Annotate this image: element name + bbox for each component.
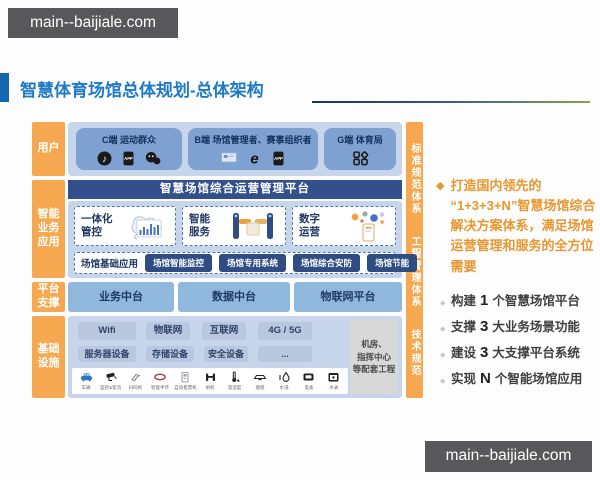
user-group-c: C端 运动群众 ♪ APP [76,128,182,170]
miniapp-grid-icon [352,151,368,166]
terminal-flood: 水浸 [272,371,297,391]
douyin-icon: ♪ [97,151,112,165]
dev-security: 安全设备 [204,346,248,362]
platform-header: 智慧场馆综合运营管理平台 [68,180,402,199]
terminal-vehicle: 车辆 [74,371,99,391]
summary-headline: ◆ 打造国内领先的 “1+3+3+N”智慧场馆综合解决方案体系，满足场馆运营管理… [436,176,596,277]
layer-label-users: 用户 [32,122,65,176]
title-accent-bar [0,73,9,102]
summary-headline-text: 打造国内领先的 “1+3+3+N”智慧场馆综合解决方案体系，满足场馆运营管理和服… [450,178,596,274]
screen-icon [220,152,238,163]
thermometer-icon [232,371,240,382]
gate-icon [205,373,215,381]
watermark-bottom: main--baijiale.com [425,441,592,472]
module-smart-service: 智能 服务 [182,206,286,246]
layer-label-platform: 平台支撑 [32,282,65,312]
terminal-cctv: 监控&客流 [99,371,124,391]
terminal-thermo: 温湿度 [223,371,248,391]
user-group-g: G端 体育局 [324,128,396,170]
terminal-gate: 闸机 [198,371,223,391]
standards-bar-item: 工程管理体系 [409,235,420,308]
terminal-emeter: 电表 [297,371,322,391]
smoke-detector-icon [253,374,266,381]
water-meter-icon [328,373,339,382]
user-group-b: B端 场馆管理者、赛事组织者 e APP [188,128,318,170]
standards-bar-item: 标准规范体系 [409,142,420,215]
scanner-icon [131,373,141,382]
app-icon: APP [123,151,134,165]
venue-apps-label: 场馆基础应用 [81,259,139,270]
terminal-smoke: 烟感 [247,371,272,391]
terminal-scanner: 扫码枪 [123,371,148,391]
electric-meter-icon [303,373,314,381]
user-group-b-title: B端 场馆管理者、赛事组织者 [194,135,312,145]
user-group-g-title: G端 体育局 [337,135,383,145]
bullet-icon: ◆ [440,326,446,333]
app-icon: APP [273,151,284,165]
terminal-ticket-machine: 自动售票机 [173,371,198,391]
bullet-icon: ◆ [440,300,446,307]
venue-apps-box: 场馆基础应用 场馆智能监控 场馆专用系统 场馆综合安防 场馆节能 [74,252,418,274]
platform-iot: 物联网平台 [294,282,402,312]
page-title: 智慧体育场馆总体规划-总体架构 [20,76,264,101]
svg-text:e: e [250,151,258,166]
dev-storage: 存储设备 [146,346,194,362]
net-internet: 互联网 [202,322,246,340]
title-underline [312,101,590,103]
cctv-icon [105,372,117,381]
standards-bar-item: 技术规范 [409,329,420,378]
terminal-strip: 车辆 监控&客流 扫码枪 智能手环 自动售票机 闸机 温湿度 烟感 [72,368,348,394]
cloud-chart-illustration [131,216,162,240]
terminal-wristband: 智能手环 [148,371,173,391]
dev-more: ... [258,346,312,362]
layer-label-smart: 智能业务应用 [32,180,65,278]
ticket-machine-icon [181,371,189,383]
ie-browser-icon: e [250,151,258,166]
dev-server: 服务器设备 [78,346,136,362]
wechat-icon [145,151,161,164]
svg-text:APP: APP [274,156,283,161]
app-pill-energy: 场馆节能 [367,254,418,272]
phone-data-illustration [351,211,385,242]
app-pill-dedicated: 场馆专用系统 [219,254,287,272]
page-title-emphasis: 总体架构 [195,81,264,100]
terminal-wmeter: 水表 [321,371,346,391]
bullet-icon: ◆ [440,352,446,359]
net-iot: 物联网 [146,322,190,340]
module-integrated-control: 一体化 管控 [74,206,176,246]
platform-data: 数据中台 [178,282,290,312]
app-pill-security: 场馆综合安防 [293,254,361,272]
platform-business: 业务中台 [68,282,174,312]
gate-illustration [233,213,273,239]
machine-room-box: 机房、 指挥中心 等配套工程 [350,320,398,394]
watermark-top: main--baijiale.com [8,8,178,38]
water-drop-icon [279,371,290,382]
svg-text:♪: ♪ [102,153,107,164]
module-digital-operation: 数字 运营 [292,206,396,246]
car-icon [80,373,92,382]
diamond-bullet-icon: ◆ [436,180,445,192]
net-wifi: Wifi [78,322,136,340]
net-4g5g: 4G / 5G [258,322,312,340]
layer-label-infra: 基础设施 [32,316,65,398]
bullet-icon: ◆ [440,378,446,385]
user-group-c-title: C端 运动群众 [101,135,156,145]
wristband-icon [154,373,167,381]
svg-text:APP: APP [124,156,133,161]
app-pill-monitoring: 场馆智能监控 [145,254,213,272]
page-title-prefix: 智慧体育场馆总体规划- [20,81,196,100]
